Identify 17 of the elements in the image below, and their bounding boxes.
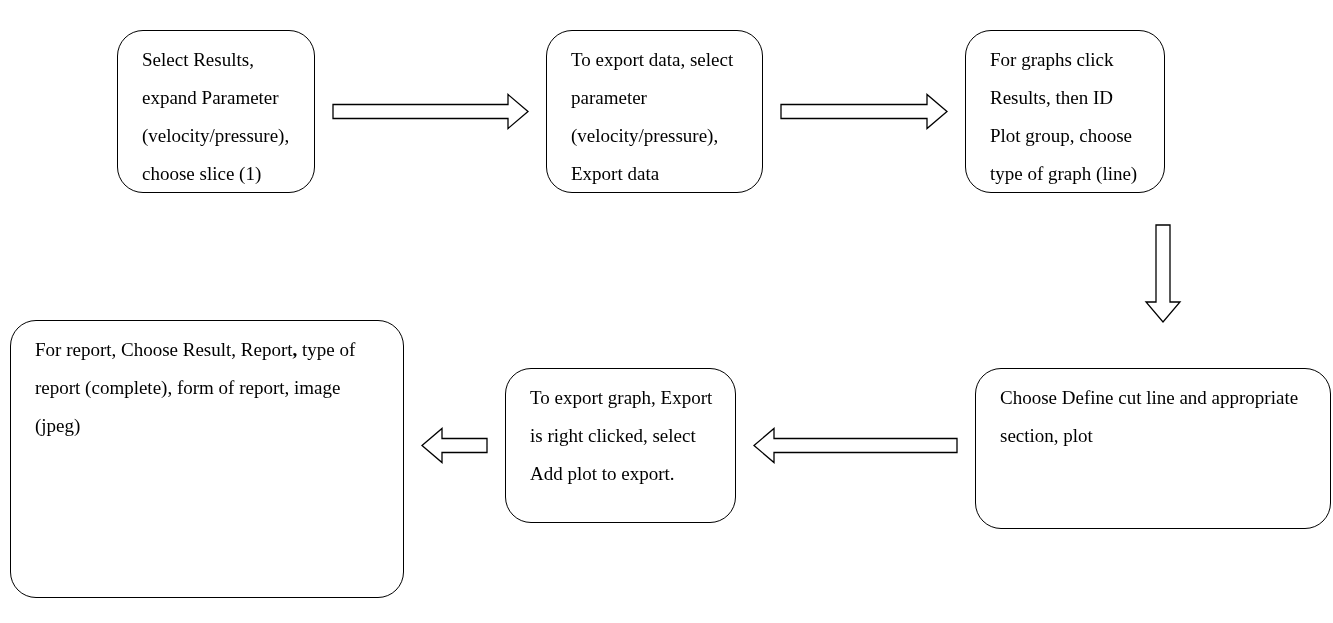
block-arrow <box>753 427 958 464</box>
step-text: To export data, select parameter (velocity/pressure), Export data <box>571 48 735 186</box>
process-box <box>117 30 315 193</box>
step-text: For report, Choose Result, Report, type of report (complete), form of report, image (jpeg) <box>35 338 357 438</box>
process-box <box>965 30 1165 193</box>
process-box <box>546 30 763 193</box>
step-text: Choose Define cut line and appropriate section, plot <box>1000 386 1300 448</box>
process-box <box>10 320 404 598</box>
block-arrow <box>780 93 948 130</box>
block-arrow <box>1144 224 1182 323</box>
step-text: To export graph, Export is right clicked, select Add plot to export. <box>530 386 714 486</box>
process-box <box>505 368 736 523</box>
process-box <box>975 368 1331 529</box>
step-text: For graphs click Results, then ID Plot group, choose type of graph (line) <box>990 48 1139 186</box>
block-arrow <box>332 93 529 130</box>
step-text: Select Results, expand Parameter (velocity/pressure), choose slice (1) <box>142 48 291 186</box>
block-arrow <box>421 427 488 464</box>
